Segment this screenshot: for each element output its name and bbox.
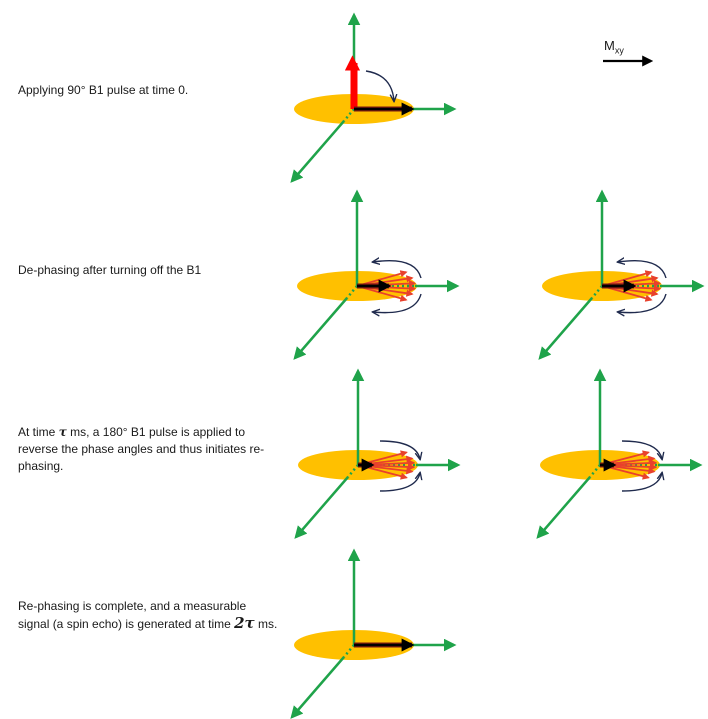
tau-symbol: τ — [58, 425, 67, 439]
frame-90-pulse — [290, 12, 457, 183]
rephase-arrow-upper — [621, 440, 662, 459]
tip-rotation-arrow — [365, 70, 394, 101]
caption-180-pulse: At time τ ms, a 180° B1 pulse is applied… — [18, 424, 278, 475]
caption-90-pulse: Applying 90° B1 pulse at time 0. — [18, 82, 278, 99]
frame-dephasing-left — [293, 189, 460, 360]
y-axis-arrow — [293, 297, 348, 360]
frame-rephasing-right — [536, 368, 703, 539]
legend-symbol: M — [604, 38, 615, 53]
caption-dephasing: De-phasing after turning off the B1 — [18, 262, 278, 279]
caption-text: At time — [18, 425, 59, 439]
rephase-arrow-lower — [621, 473, 662, 492]
legend-subscript: xy — [614, 45, 624, 56]
frame-rephased — [290, 548, 457, 719]
y-axis-arrow — [536, 476, 591, 539]
caption-text: Re-phasing is complete, and a measurable… — [18, 599, 247, 631]
dephase-arrow-lower — [618, 293, 667, 313]
frame-dephasing-right — [538, 189, 705, 360]
rephase-arrow-lower — [379, 473, 420, 492]
rephase-arrow-upper — [379, 440, 420, 459]
caption-text: Applying 90° B1 pulse at time 0. — [18, 83, 189, 97]
y-axis-arrow — [538, 297, 593, 360]
caption-text: De-phasing after turning off the B1 — [18, 263, 202, 277]
y-axis-arrow — [290, 656, 345, 719]
y-axis-arrow — [290, 120, 345, 183]
legend-mxy-label: Mxy — [604, 38, 624, 56]
frame-rephasing-left — [294, 368, 461, 539]
caption-rephased: Re-phasing is complete, and a measurable… — [18, 598, 278, 633]
dephase-arrow-lower — [373, 293, 422, 313]
dephase-arrow-upper — [618, 261, 667, 279]
caption-text: ms, a 180° B1 pulse is applied to revers… — [18, 425, 265, 473]
caption-text: ms. — [254, 617, 278, 631]
two-tau-symbol: 2τ — [234, 614, 255, 632]
dephase-arrow-upper — [373, 261, 422, 279]
y-axis-arrow — [294, 476, 349, 539]
